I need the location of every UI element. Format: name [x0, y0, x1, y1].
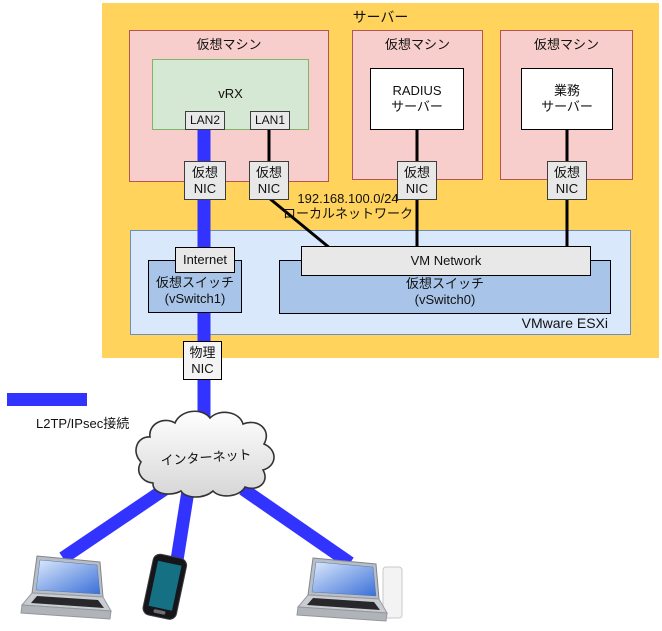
vswitch1-label-line1: 仮想スイッチ [155, 275, 234, 290]
vswitch0-label-line2: (vSwitch0) [414, 292, 476, 307]
link-cloud-smartphone [170, 489, 195, 562]
virtual-nic-4: 仮想 NIC [547, 161, 587, 200]
vm-label: 仮想マシン [196, 37, 262, 52]
internet-portgroup: Internet [175, 247, 235, 273]
lan1-label: LAN1 [254, 113, 286, 127]
virtual-nic-label-line2: NIC [555, 180, 579, 196]
virtual-nic-label-line2: NIC [405, 180, 429, 196]
internet-portgroup-label: Internet [182, 252, 228, 267]
vm-label: 仮想マシン [384, 37, 450, 52]
virtual-nic-label-line1: 仮想 [403, 164, 430, 180]
internet-cloud-shape [135, 410, 275, 498]
local-network-subnet: 192.168.100.0/24 [297, 191, 399, 206]
business-server-box: 業務 サーバー [521, 68, 613, 130]
physical-nic-label-line2: NIC [191, 360, 214, 376]
laptop-client-2 [296, 557, 388, 622]
legend-label: L2TP/IPsec接続 [36, 416, 130, 431]
business-server-label-line2: サーバー [541, 99, 593, 114]
smartphone-client [142, 553, 188, 620]
virtual-nic-label-line2: NIC [193, 180, 217, 196]
vrx-label: vRX [218, 86, 243, 101]
lan2-label: LAN2 [189, 113, 221, 127]
link-nic-vmnetwork-diagonal [268, 196, 332, 251]
link-cloud-laptop1 [59, 481, 172, 564]
vm-network-label: VM Network [410, 253, 482, 268]
vswitch0-label-line1: 仮想スイッチ [405, 276, 484, 291]
vm-network-bar: VM Network [301, 246, 591, 276]
vrx-port-lan1: LAN1 [250, 111, 290, 130]
link-cloud-laptop2 [239, 483, 354, 569]
laptop-client-1 [20, 555, 112, 620]
radius-server-box: RADIUS サーバー [370, 68, 464, 130]
virtual-nic-label-line1: 仮想 [255, 164, 282, 180]
esxi-label: VMware ESXi [521, 315, 608, 331]
server-label: サーバー [352, 9, 409, 25]
local-network-name: ローカルネットワーク [283, 206, 414, 221]
physical-nic: 物理 NIC [183, 341, 222, 380]
virtual-nic-3: 仮想 NIC [397, 161, 437, 200]
physical-nic-label-line1: 物理 [189, 344, 216, 360]
vrx-port-lan2: LAN2 [185, 111, 225, 130]
vm-label: 仮想マシン [533, 37, 599, 52]
business-server-label-line1: 業務 [553, 83, 580, 98]
virtual-nic-2: 仮想 NIC [249, 161, 289, 200]
radius-server-label-line1: RADIUS [392, 83, 442, 98]
vswitch1-label-line2: (vSwitch1) [164, 291, 226, 306]
virtual-nic-1: 仮想 NIC [184, 161, 226, 200]
virtual-nic-label-line2: NIC [257, 180, 281, 196]
radius-server-label-line2: サーバー [391, 99, 443, 114]
virtual-nic-label-line1: 仮想 [191, 164, 218, 180]
local-network-annotation: 192.168.100.0/24 ローカルネットワーク [283, 191, 413, 221]
legend-blue-line-swatch [7, 393, 87, 406]
virtual-nic-label-line1: 仮想 [553, 164, 580, 180]
